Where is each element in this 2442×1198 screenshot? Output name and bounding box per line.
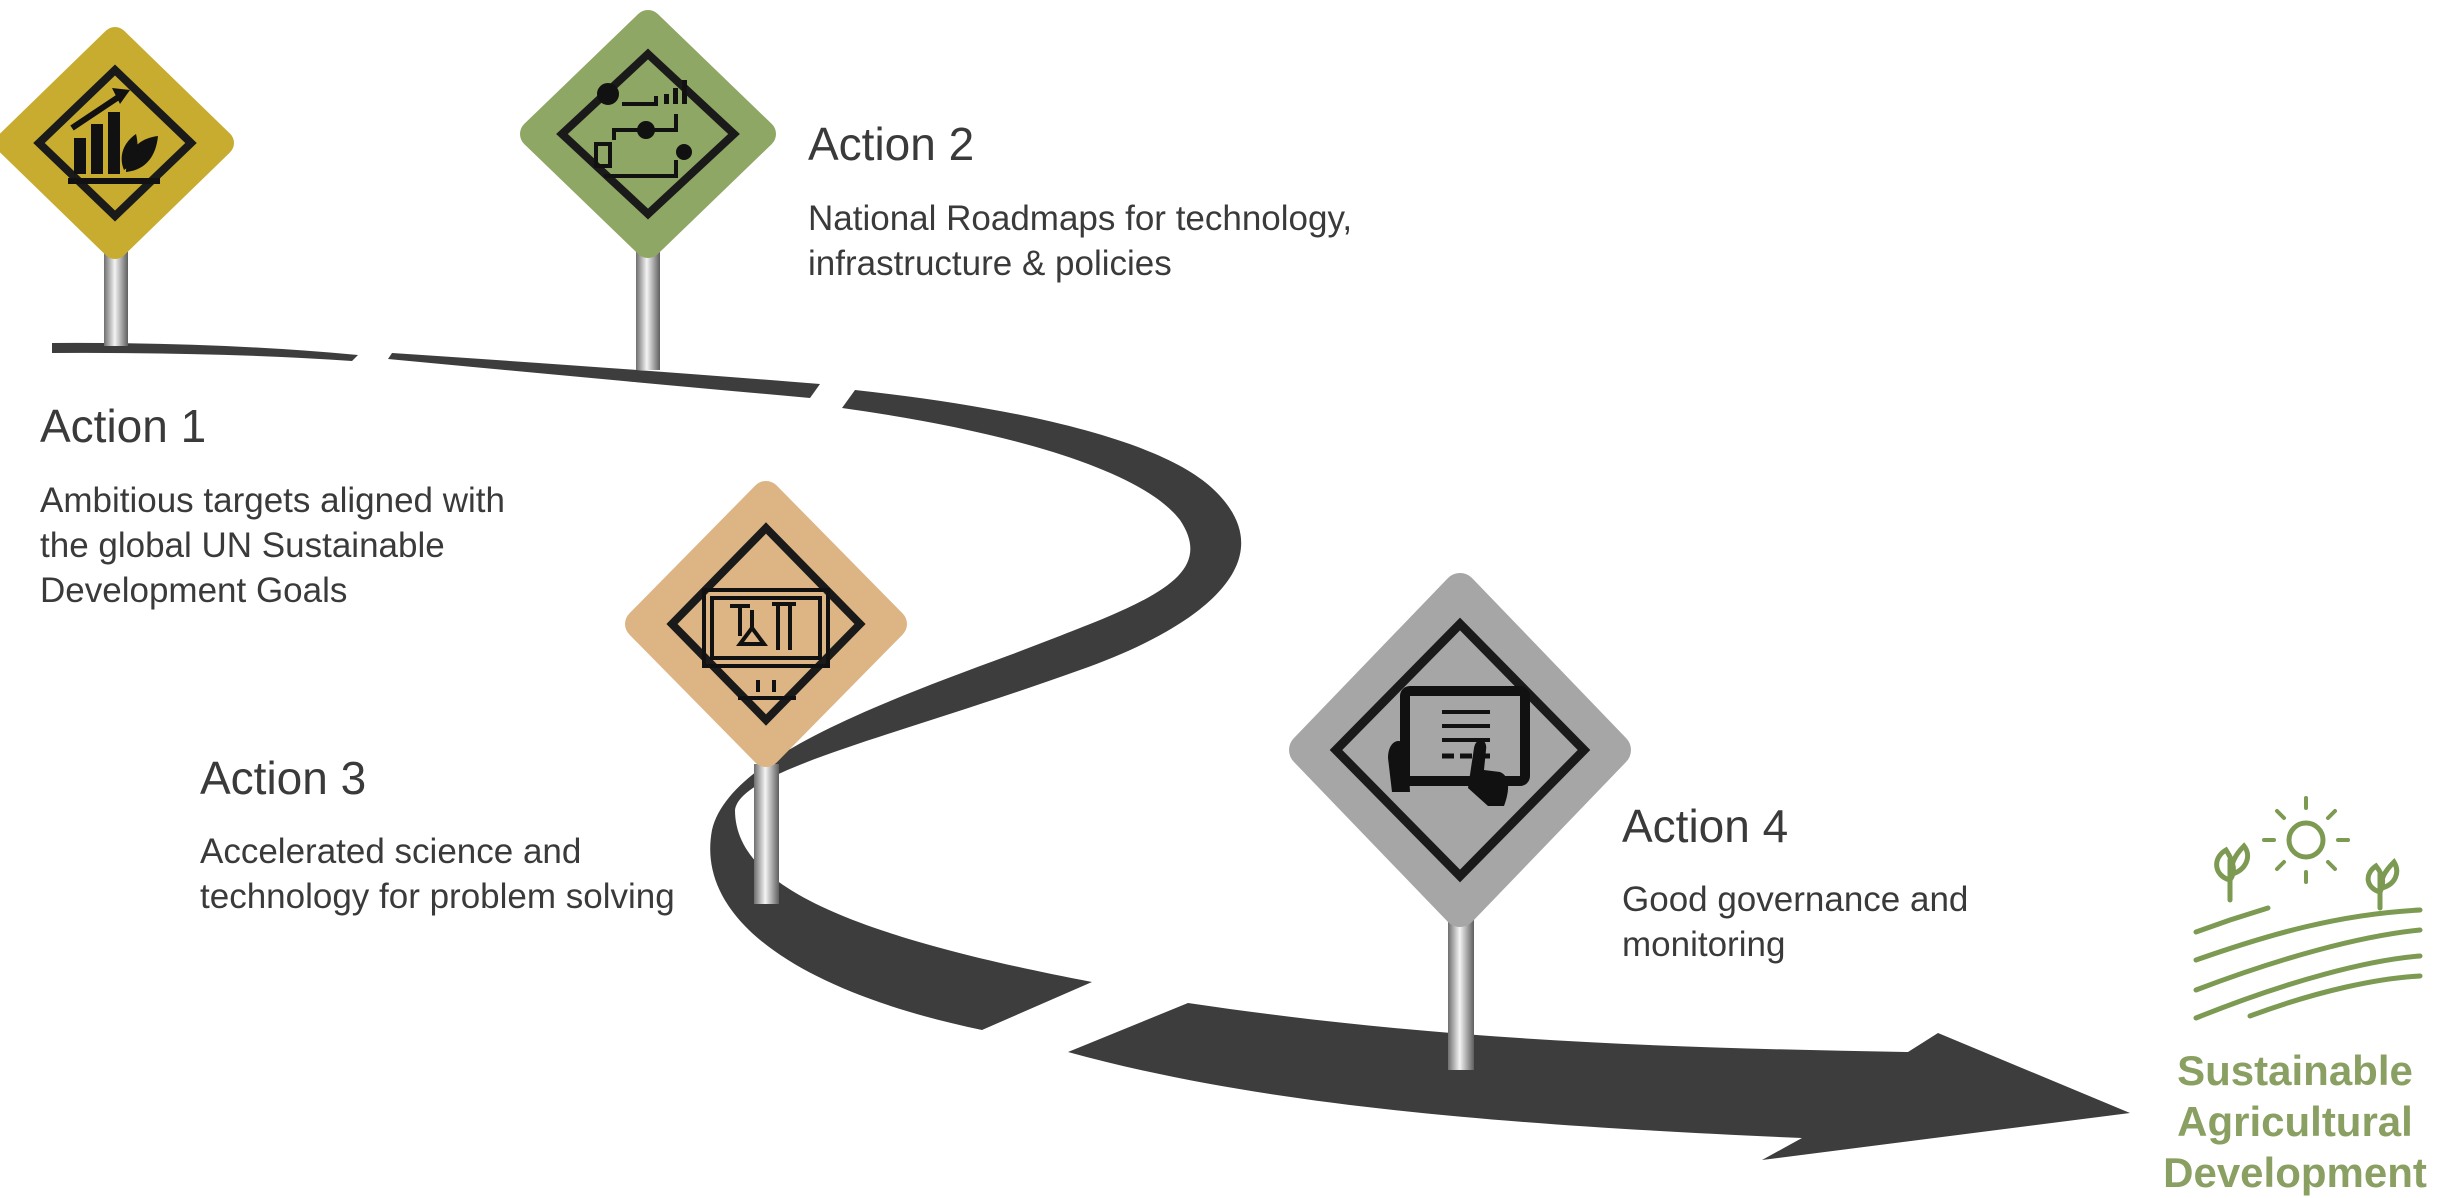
sign-border-2 xyxy=(556,48,740,220)
road-segment-2 xyxy=(388,353,820,398)
road-segment-1 xyxy=(52,342,358,361)
action-4-title: Action 4 xyxy=(1622,800,1789,852)
action-1-sign xyxy=(0,27,234,259)
sign-border-4 xyxy=(1329,617,1591,883)
action-3-title: Action 3 xyxy=(200,752,367,804)
goal-line: Sustainable xyxy=(2177,1047,2413,1094)
action-3-line: Accelerated science and xyxy=(200,832,582,871)
lab-monitor-icon xyxy=(702,588,830,700)
action-1-description: Ambitious targets aligned with the globa… xyxy=(40,478,505,613)
goal-line: Development xyxy=(2163,1149,2427,1196)
road-segment-4 xyxy=(1068,1003,2130,1160)
action-1-line: the global UN Sustainable xyxy=(40,526,445,565)
goal-line: Agricultural xyxy=(2177,1098,2413,1145)
action-2-line: National Roadmaps for technology, xyxy=(808,199,1353,238)
action-1-title: Action 1 xyxy=(40,400,207,452)
growth-chart-leaf-icon xyxy=(68,88,160,184)
action-3-sign xyxy=(625,481,907,767)
action-4-line: Good governance and xyxy=(1622,880,1969,919)
pole-2 xyxy=(636,248,660,370)
action-2-line: infrastructure & policies xyxy=(808,244,1172,283)
action-1-line: Development Goals xyxy=(40,571,348,610)
farm-field-sun-icon xyxy=(2193,796,2423,1021)
action-3-description: Accelerated science and technology for p… xyxy=(200,829,675,919)
action-1-line: Ambitious targets aligned with xyxy=(40,481,505,520)
action-2-description: National Roadmaps for technology, infras… xyxy=(808,196,1352,286)
goal-label: Sustainable Agricultural Development xyxy=(2150,1045,2440,1198)
pole-3 xyxy=(754,764,779,904)
action-4-line: monitoring xyxy=(1622,925,1786,964)
action-3-line: technology for problem solving xyxy=(200,877,675,916)
winding-road xyxy=(52,342,2130,1160)
pole-4 xyxy=(1448,900,1474,1070)
tablet-touch-icon xyxy=(1388,686,1530,806)
action-4-description: Good governance and monitoring xyxy=(1622,877,1968,967)
sign-plate-3 xyxy=(625,481,907,767)
action-2-title: Action 2 xyxy=(808,118,975,170)
action-2-sign xyxy=(520,10,776,258)
sign-border-1 xyxy=(33,64,197,222)
action-4-sign xyxy=(1289,573,1631,927)
roadmap-flow-icon xyxy=(594,80,692,178)
